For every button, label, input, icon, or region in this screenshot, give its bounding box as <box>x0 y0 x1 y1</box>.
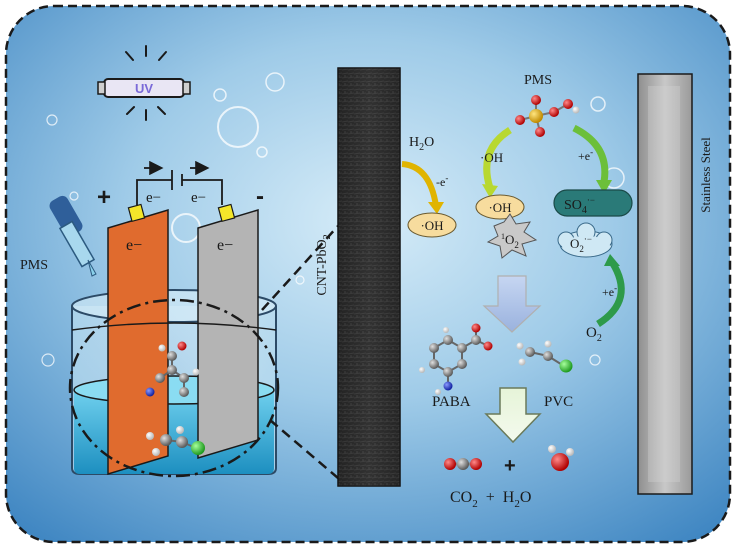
pms-to-oh-arrow <box>483 127 512 190</box>
oh-radical-left <box>407 212 457 238</box>
pms-title: PMS <box>524 73 552 88</box>
oh-radical-right-text: ·OH <box>488 200 511 215</box>
o2-reduction-arrow <box>596 260 625 327</box>
pvc-molecule <box>516 340 573 373</box>
plus-e-top-label: +e- <box>578 147 593 163</box>
sulfate-radical <box>553 189 633 217</box>
h2o-reactant: H2O <box>409 135 434 153</box>
cathode-electron-label: e− <box>217 237 233 254</box>
anode-plate: e− <box>107 203 169 476</box>
minus-e-label: -e- <box>436 173 448 189</box>
products-plus-sign: + <box>504 455 516 477</box>
degradation-arrow-top <box>482 275 542 333</box>
singlet-oxygen-burst <box>486 213 538 259</box>
stainless-steel-cathode <box>637 73 693 495</box>
anode-label: CNT-PbO <box>315 239 330 295</box>
svg-text:CNT-PbO2: CNT-PbO2 <box>315 234 333 295</box>
decorative-bubbles <box>41 72 625 367</box>
oh-arrow-label: ·OH <box>480 150 503 165</box>
uv-lamp: UV <box>97 45 191 121</box>
anode-label-group: CNT-PbO2 <box>315 234 333 295</box>
plus-terminal: + <box>97 184 111 211</box>
h2o-oxidation-arrow <box>401 161 439 207</box>
anode-electron-label: e− <box>126 237 142 254</box>
water-molecule <box>548 445 574 471</box>
sulfate-radical-text: SO4·− <box>564 195 595 216</box>
superoxide-cloud <box>557 222 613 258</box>
electron-label-left: e− <box>146 190 161 206</box>
beaker-water-line <box>71 322 277 331</box>
pms-to-so4-arrow <box>572 124 609 183</box>
o2-molecule: O2 <box>586 325 602 344</box>
oh-radical-right <box>475 194 525 220</box>
plus-e-bottom-label: +e- <box>602 283 617 299</box>
pms-label-left: PMS <box>20 258 48 273</box>
electron-label-right: e− <box>191 190 206 206</box>
cnt-pbo2-anode <box>337 67 401 487</box>
superoxide-text: O2·− <box>570 234 592 254</box>
paba-molecule <box>419 323 493 395</box>
uv-rays <box>125 45 167 121</box>
focus-ellipse <box>68 298 280 478</box>
pms-molecule <box>515 95 580 137</box>
minus-terminal: - <box>256 183 264 210</box>
co2-molecule <box>444 458 482 470</box>
anode-label-sub: 2 <box>322 234 333 239</box>
zoom-lines <box>261 225 339 479</box>
degradation-arrow-bottom <box>484 387 542 444</box>
singlet-oxygen-text: 1O2 <box>501 232 519 250</box>
beaker-molecules <box>145 341 205 456</box>
external-circuit <box>136 160 223 205</box>
oh-radical-left-text: ·OH <box>420 218 443 233</box>
pms-dropper: PMS <box>20 195 97 277</box>
paba-label: PABA <box>432 394 471 410</box>
cathode-plate: e− <box>197 203 259 460</box>
pvc-label: PVC <box>544 394 573 410</box>
cathode-label: Stainless Steel <box>698 137 713 213</box>
products-equation: CO2+H2O <box>450 489 531 510</box>
uv-label: UV <box>135 81 153 96</box>
cathode-label-group: Stainless Steel <box>698 137 713 213</box>
